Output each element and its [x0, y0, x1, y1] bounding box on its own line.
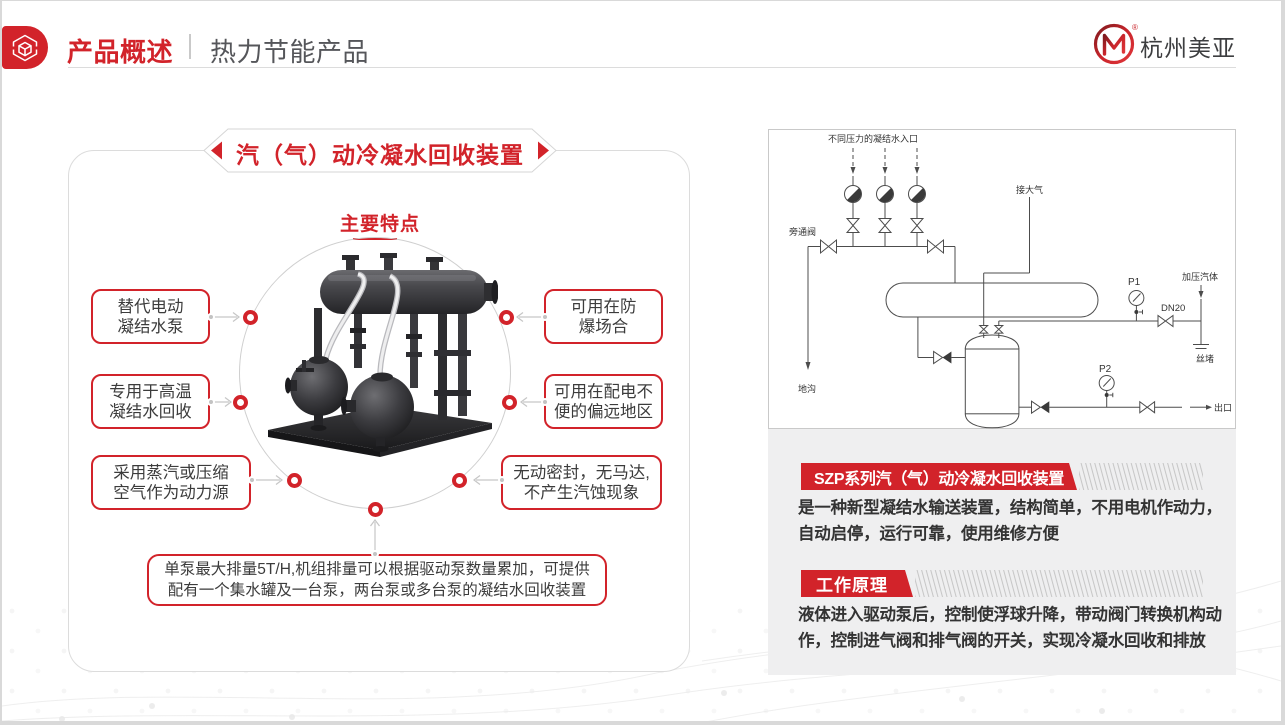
feature-box-6: 无动密封，无马达,不产生汽蚀现象: [501, 455, 662, 510]
feature-box-3-text: 采用蒸汽或压缩空气作为动力源: [113, 463, 229, 502]
diagram-label-plug: 丝堵: [1196, 353, 1214, 364]
info-paragraph-1: 是一种新型凝结水输送装置，结构简单，不用电机作动力，自动启停，运行可靠，使用维修…: [798, 499, 1222, 543]
connector-4: [516, 312, 549, 322]
diagram-label-p2: P2: [1099, 364, 1112, 375]
connector-2: [207, 397, 232, 407]
diagram-label-steam: 加压汽体: [1182, 271, 1218, 282]
diagram-label-p1: P1: [1128, 277, 1141, 288]
logo-text: 杭州美亚: [1140, 35, 1236, 61]
feature-box-5-text: 可用在配电不便的偏远地区: [554, 382, 653, 421]
package-cube-icon: [12, 34, 38, 62]
feature-box-bottom-text: 单泵最大排量5T/H,机组排量可以根据驱动泵数量累加，可提供配有一个集水罐及一台…: [164, 561, 590, 599]
header-underline: [68, 67, 1236, 68]
page-title: 产品概述: [67, 37, 174, 67]
connector-7: [370, 519, 380, 558]
hatch-stripes-1: [1079, 463, 1203, 490]
ring-dot-6: [452, 473, 467, 488]
diagram-label-dn20: DN20: [1161, 303, 1185, 314]
info-ribbon-1-title: SZP系列汽（气）动冷凝水回收装置: [814, 470, 1065, 488]
feature-box-4-text: 可用在防爆场合: [570, 297, 637, 336]
feature-box-bottom: 单泵最大排量5T/H,机组排量可以根据驱动泵数量累加，可提供配有一个集水罐及一台…: [147, 554, 607, 606]
header-divider: [189, 34, 191, 59]
diagram-label-bypass: 旁通阀: [789, 226, 816, 237]
diagram-label-outlet: 出口: [1214, 402, 1232, 413]
ring-dot-7: [368, 502, 383, 517]
card-subheading: 主要特点: [339, 214, 420, 235]
connector-5: [520, 397, 549, 407]
ring-dot-2: [233, 395, 248, 410]
feature-box-1-text: 替代电动凝结水泵: [117, 297, 184, 336]
feature-box-6-text: 无动密封，无马达,不产生汽蚀现象: [513, 463, 650, 502]
info-paragraph-2: 液体进入驱动泵后，控制使浮球升降，带动阀门转换机构动作，控制进气阀和排气阀的开关…: [798, 606, 1222, 650]
info-ribbon-2-title: 工作原理: [816, 576, 888, 595]
header-badge: [2, 26, 48, 69]
banner-right-arrow-icon: [538, 141, 549, 160]
connector-6: [473, 475, 506, 485]
card-title: 汽（气）动冷凝水回收装置: [236, 142, 524, 168]
connector-1: [207, 312, 240, 322]
feature-box-3: 采用蒸汽或压缩空气作为动力源: [91, 455, 251, 510]
logo-m-icon: ®: [1093, 23, 1138, 65]
card-title-banner: 汽（气）动冷凝水回收装置: [203, 128, 557, 173]
product-photo: [268, 253, 498, 457]
feature-box-5: 可用在配电不便的偏远地区: [544, 374, 663, 429]
feature-box-1: 替代电动凝结水泵: [91, 289, 210, 344]
registered-mark: ®: [1132, 23, 1138, 32]
piping-schematic: 不同压力的凝结水入口 旁通阀 地沟 接大气 P1 DN20 加压汽体 丝堵 P2…: [768, 129, 1236, 429]
ring-dot-4: [499, 310, 514, 325]
info-ribbon-2: 工作原理: [801, 570, 913, 597]
diagram-label-drain: 地沟: [798, 383, 816, 394]
feature-box-2: 专用于高温凝结水回收: [91, 374, 210, 429]
diagram-label-inlet: 不同压力的凝结水入口: [828, 133, 918, 144]
ring-dot-1: [243, 310, 258, 325]
info-panel: SZP系列汽（气）动冷凝水回收装置 是一种新型凝结水输送装置，结构简单，不用电机…: [768, 429, 1236, 675]
banner-left-arrow-icon: [211, 141, 222, 160]
connector-3: [248, 475, 283, 485]
ring-dot-3: [287, 473, 302, 488]
hatch-stripes-2: [915, 570, 1203, 597]
ring-dot-5: [502, 395, 517, 410]
diagram-label-vent: 接大气: [1016, 184, 1043, 195]
info-ribbon-1: SZP系列汽（气）动冷凝水回收装置: [801, 463, 1077, 490]
company-logo: ® 杭州美亚: [1093, 21, 1238, 67]
feature-card: 汽（气）动冷凝水回收装置 主要特点: [68, 128, 690, 672]
page-subtitle: 热力节能产品: [210, 37, 370, 67]
feature-box-4: 可用在防爆场合: [544, 289, 663, 344]
feature-box-2-text: 专用于高温凝结水回收: [109, 382, 192, 421]
